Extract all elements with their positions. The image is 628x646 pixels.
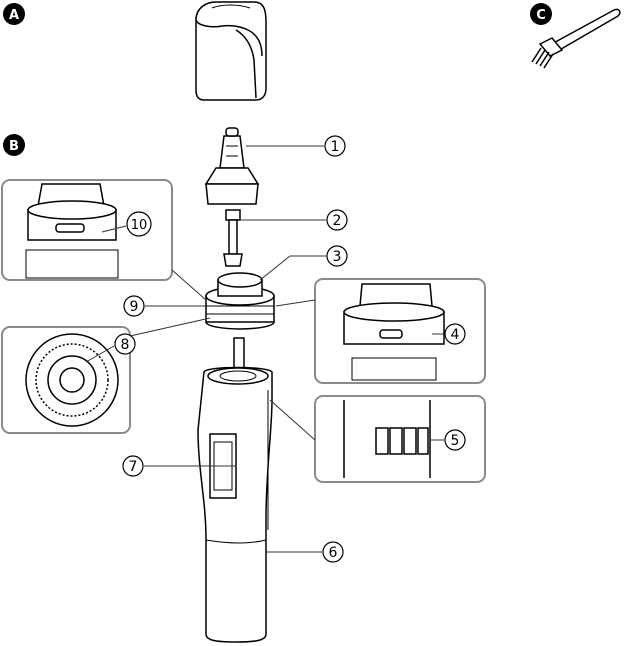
svg-text:5: 5 [451, 433, 460, 449]
badge-b: B [3, 134, 25, 156]
badge-c: C [530, 3, 552, 25]
section-c: C [530, 3, 621, 69]
svg-text:2: 2 [333, 213, 342, 229]
callout-9: 9 [123, 295, 145, 317]
blade-head-icon [204, 127, 260, 205]
section-a: A [3, 1, 267, 101]
callout-8: 8 [114, 333, 136, 355]
inner-blade-icon [223, 209, 243, 267]
svg-text:6: 6 [329, 545, 338, 561]
svg-text:B: B [9, 139, 19, 154]
inset-5-frame [314, 395, 486, 483]
svg-text:A: A [9, 8, 19, 23]
svg-text:10: 10 [131, 218, 148, 233]
inset-8-frame [1, 326, 131, 434]
brush-icon [531, 8, 621, 69]
inset-4-frame [314, 278, 486, 384]
spindle-icon [233, 337, 245, 369]
svg-text:3: 3 [333, 249, 342, 265]
inset-10-frame [1, 179, 173, 281]
badge-a: A [3, 3, 25, 25]
blade-holder-ring-icon [205, 272, 275, 330]
leader-lines [85, 145, 444, 553]
svg-text:8: 8 [121, 337, 130, 353]
callout-2: 2 [326, 209, 348, 231]
callout-4: 4 [444, 323, 466, 345]
callout-7: 7 [122, 455, 144, 477]
section-b: B [1, 127, 486, 643]
svg-text:4: 4 [451, 327, 460, 343]
callout-5: 5 [444, 429, 466, 451]
svg-text:7: 7 [129, 459, 138, 475]
callout-1: 1 [324, 135, 346, 157]
svg-text:9: 9 [130, 299, 139, 315]
trimmer-body-icon [197, 366, 273, 643]
callout-3: 3 [326, 245, 348, 267]
callout-6: 6 [322, 541, 344, 563]
svg-text:1: 1 [331, 139, 340, 155]
svg-text:C: C [536, 8, 546, 23]
cap-icon [195, 1, 267, 101]
callout-10: 10 [126, 211, 152, 237]
